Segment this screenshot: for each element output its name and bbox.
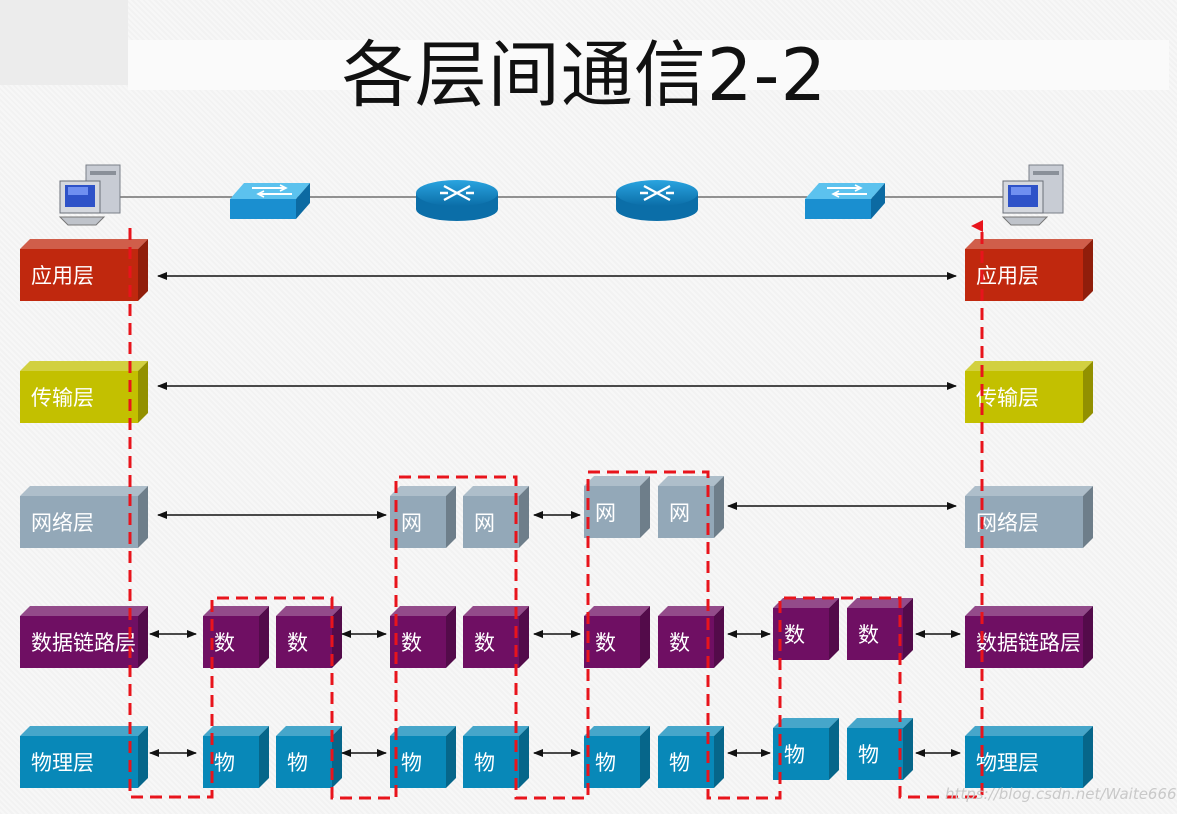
computer-icon bbox=[1001, 164, 1064, 226]
left-datalink-layer-box: 数据链路层 bbox=[20, 606, 148, 668]
right-transport-layer-box: 传输层 bbox=[965, 361, 1093, 423]
router1-port-b-datalink-box: 数 bbox=[463, 606, 529, 668]
layer-label: 传输层 bbox=[31, 386, 94, 410]
layer-label: 物 bbox=[784, 743, 805, 767]
layer-label: 网 bbox=[474, 511, 495, 535]
router2-port-a-physical-box: 物 bbox=[584, 726, 650, 788]
computer-icon bbox=[58, 164, 121, 226]
left-physical-layer-box: 物理层 bbox=[20, 726, 148, 788]
layer-label: 传输层 bbox=[976, 386, 1039, 410]
layer-label: 数 bbox=[858, 623, 879, 647]
layer-label: 数据链路层 bbox=[31, 631, 136, 655]
layer-label: 应用层 bbox=[976, 264, 1039, 288]
layer-label: 物 bbox=[858, 743, 879, 767]
right-network-layer-box: 网络层 bbox=[965, 486, 1093, 548]
left-network-layer-box: 网络层 bbox=[20, 486, 148, 548]
router2-port-b-datalink-box: 数 bbox=[658, 606, 724, 668]
router-icon bbox=[616, 180, 698, 221]
left-application-layer-box: 应用层 bbox=[20, 239, 148, 301]
router2-port-a-network-box: 网 bbox=[584, 476, 650, 538]
layer-label: 网 bbox=[669, 501, 690, 525]
switch-icon bbox=[230, 183, 310, 219]
router2-port-b-network-box: 网 bbox=[658, 476, 724, 538]
layer-label: 数据链路层 bbox=[976, 631, 1081, 655]
router1-port-a-network-box: 网 bbox=[390, 486, 456, 548]
layer-label: 物 bbox=[474, 751, 495, 775]
layer-label: 网络层 bbox=[976, 511, 1039, 535]
router2-port-b-physical-box: 物 bbox=[658, 726, 724, 788]
layer-label: 物理层 bbox=[976, 751, 1039, 775]
router1-port-b-network-box: 网 bbox=[463, 486, 529, 548]
switch2-port-a-physical-box: 物 bbox=[773, 718, 839, 780]
right-physical-layer-box: 物理层 bbox=[965, 726, 1093, 788]
layer-label: 数 bbox=[287, 631, 308, 655]
router1-port-a-physical-box: 物 bbox=[390, 726, 456, 788]
layer-label: 数 bbox=[401, 631, 422, 655]
router-icon bbox=[416, 180, 498, 221]
layer-label: 数 bbox=[669, 631, 690, 655]
switch-icon bbox=[805, 183, 885, 219]
layer-label: 物 bbox=[401, 751, 422, 775]
switch1-port-b-datalink-box: 数 bbox=[276, 606, 342, 668]
layer-label: 网 bbox=[595, 501, 616, 525]
switch2-port-a-datalink-box: 数 bbox=[773, 598, 839, 660]
layer-label: 物 bbox=[214, 751, 235, 775]
layer-label: 数 bbox=[595, 631, 616, 655]
layer-label: 网络层 bbox=[31, 511, 94, 535]
switch1-port-a-datalink-box: 数 bbox=[203, 606, 269, 668]
layer-label: 物 bbox=[287, 751, 308, 775]
watermark-text: https://blog.csdn.net/Waite666 bbox=[945, 785, 1177, 803]
router1-port-a-datalink-box: 数 bbox=[390, 606, 456, 668]
layer-label: 数 bbox=[474, 631, 495, 655]
layer-label: 物 bbox=[669, 751, 690, 775]
router1-port-b-physical-box: 物 bbox=[463, 726, 529, 788]
switch2-port-b-physical-box: 物 bbox=[847, 718, 913, 780]
data-path-dashed bbox=[128, 220, 984, 800]
right-datalink-layer-box: 数据链路层 bbox=[965, 606, 1093, 668]
title-band bbox=[128, 40, 1169, 90]
layer-label: 网 bbox=[401, 511, 422, 535]
layer-label: 物理层 bbox=[31, 751, 94, 775]
layer-label: 数 bbox=[214, 631, 235, 655]
router2-port-a-datalink-box: 数 bbox=[584, 606, 650, 668]
layer-label: 应用层 bbox=[31, 264, 94, 288]
switch1-port-b-physical-box: 物 bbox=[276, 726, 342, 788]
page-title: 各层间通信2-2 bbox=[341, 33, 828, 117]
background-band bbox=[0, 0, 128, 85]
left-transport-layer-box: 传输层 bbox=[20, 361, 148, 423]
right-application-layer-box: 应用层 bbox=[965, 239, 1093, 301]
layer-label: 物 bbox=[595, 751, 616, 775]
switch2-port-b-datalink-box: 数 bbox=[847, 598, 913, 660]
layer-label: 数 bbox=[784, 623, 805, 647]
